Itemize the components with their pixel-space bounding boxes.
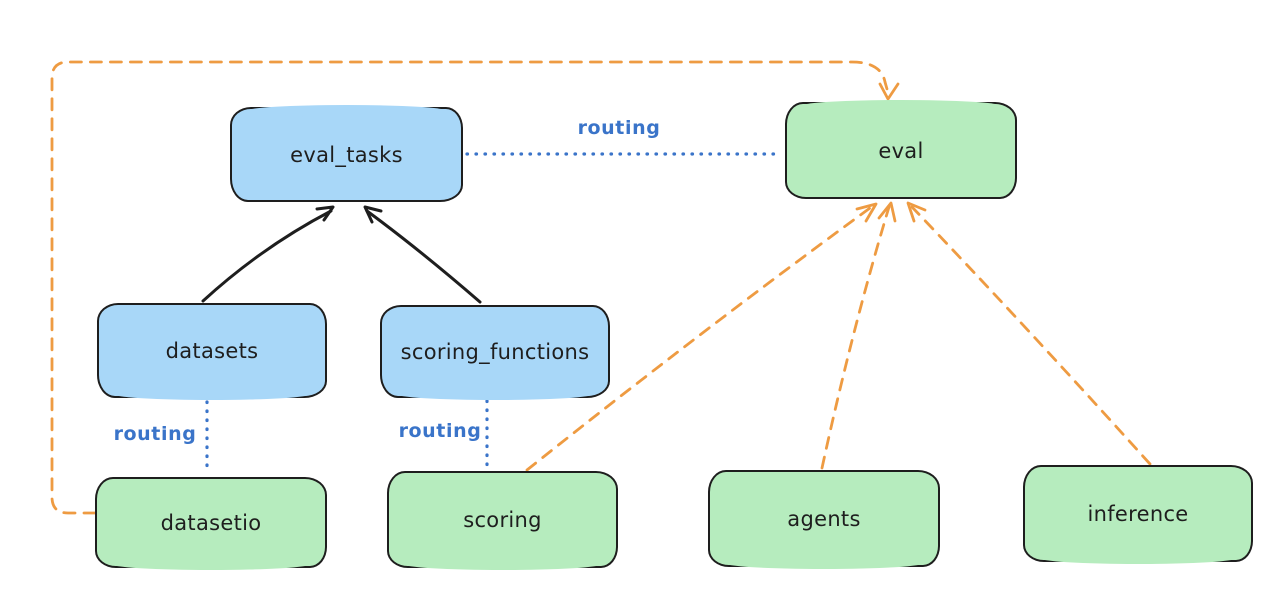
edge-scoring-functions-to-eval-tasks-arrowhead — [363, 205, 383, 224]
edge-inference-to-eval — [910, 205, 1152, 466]
node-scoring-label: scoring — [463, 507, 542, 532]
routing-label-datasets-datasetio: routing — [113, 423, 197, 445]
node-datasets: datasets — [97, 303, 327, 400]
node-datasets-label: datasets — [165, 338, 259, 363]
edge-datasetio-to-eval — [50, 60, 889, 515]
node-inference-label: inference — [1087, 501, 1189, 526]
edge-datasets-to-eval-tasks-arrowhead — [315, 205, 335, 222]
node-eval-tasks-label: eval_tasks — [290, 142, 403, 167]
edge-agents-to-eval — [820, 205, 891, 470]
edge-scoring-to-eval — [525, 206, 872, 472]
edge-datasetio-to-eval-arrowhead — [878, 82, 900, 101]
routing-label-eval-tasks-eval: routing — [577, 117, 661, 139]
routing-label-scoring-functions-scoring: routing — [398, 420, 482, 442]
edge-agents-to-eval-arrowhead — [877, 201, 897, 223]
edge-scoring-to-eval-arrowhead — [855, 202, 878, 223]
node-scoring-functions: scoring_functions — [380, 305, 610, 400]
node-eval-tasks: eval_tasks — [230, 105, 463, 202]
node-inference: inference — [1023, 465, 1253, 564]
node-datasetio-label: datasetio — [160, 510, 262, 535]
node-agents-label: agents — [787, 506, 861, 531]
node-scoring: scoring — [387, 471, 618, 570]
node-datasetio: datasetio — [95, 477, 327, 570]
edge-datasets-to-eval-tasks — [201, 209, 333, 303]
node-scoring-functions-label: scoring_functions — [400, 339, 590, 364]
node-eval-label: eval — [878, 138, 924, 163]
edge-scoring-functions-to-eval-tasks — [365, 209, 482, 304]
edge-inference-to-eval-arrowhead — [906, 201, 927, 223]
node-agents: agents — [708, 470, 940, 569]
node-eval: eval — [785, 100, 1017, 199]
